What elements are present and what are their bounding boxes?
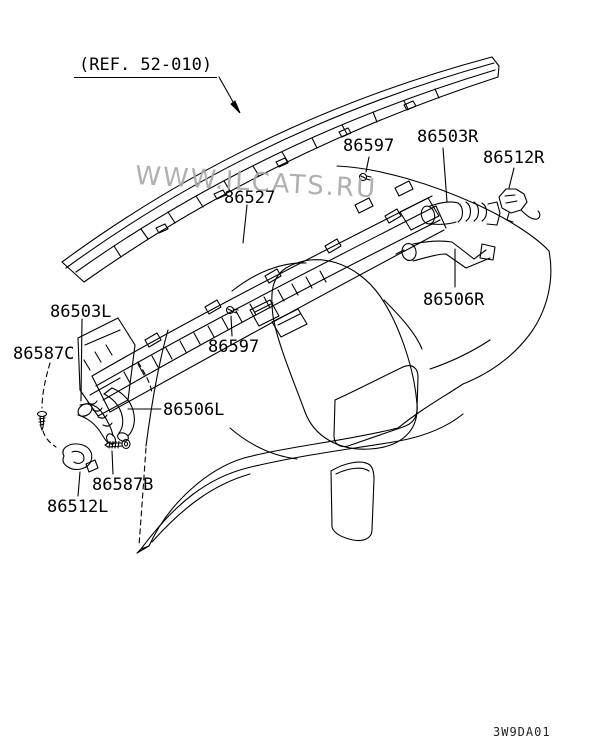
duct-86503R-drawing	[420, 201, 501, 226]
label-86506L: 86506L	[163, 400, 225, 420]
label-86587B: 86587B	[92, 475, 154, 495]
label-86587C: 86587C	[13, 344, 75, 364]
ref-label: (REF. 52-010)	[74, 56, 218, 78]
label-86527: 86527	[224, 188, 276, 208]
label-86597-top: 86597	[343, 136, 395, 156]
duct-86506R-drawing	[395, 240, 496, 269]
label-86503L: 86503L	[50, 302, 112, 322]
leader-lines	[77, 76, 515, 497]
bracket-86512R-drawing	[498, 188, 541, 223]
ref-leader-arrowhead	[230, 100, 241, 114]
screw-86587C-drawing	[36, 410, 48, 431]
bracket-86512L-drawing	[62, 443, 99, 473]
label-86512R: 86512R	[483, 148, 545, 168]
label-86512L: 86512L	[47, 497, 109, 517]
duct-86506L-drawing	[103, 387, 135, 442]
drawing-code: 3W9DA01	[493, 725, 551, 739]
duct-86503L-drawing	[77, 400, 116, 445]
label-86503R: 86503R	[417, 127, 479, 147]
label-86597-mid: 86597	[208, 337, 260, 357]
screw-86597-top-drawing	[358, 172, 372, 182]
dashed-lines	[41, 361, 153, 546]
screw-86597-mid-drawing	[225, 305, 239, 315]
center-duct-86527-drawing	[77, 180, 447, 417]
screw-86587B-drawing	[104, 438, 131, 450]
label-86506R: 86506R	[423, 290, 485, 310]
dashboard-outline-drawing	[136, 165, 552, 554]
windshield-molding-drawing	[61, 56, 500, 283]
